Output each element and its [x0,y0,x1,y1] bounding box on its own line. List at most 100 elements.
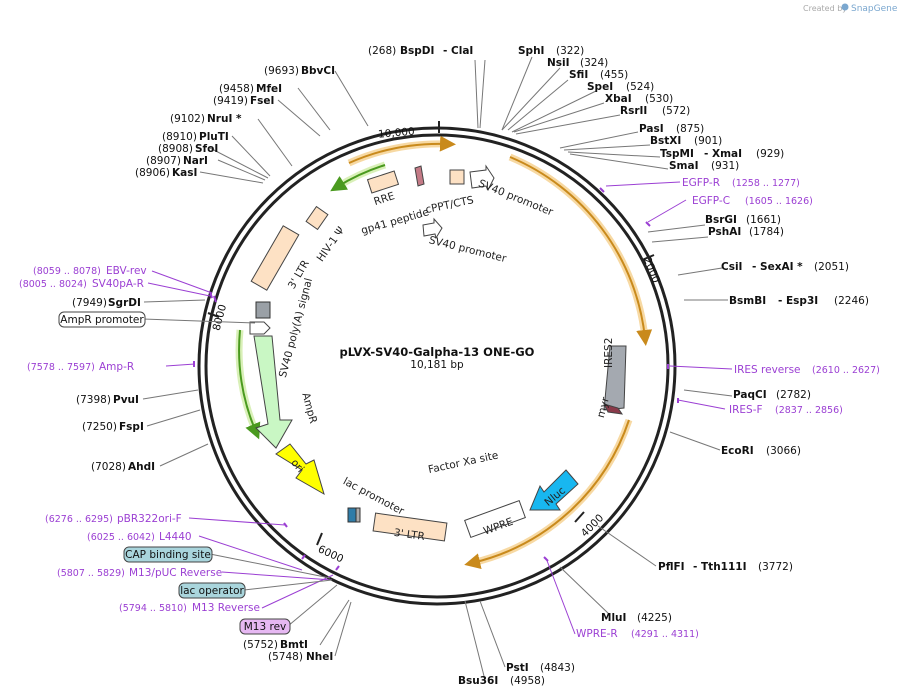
svg-text:(1784): (1784) [749,226,784,238]
svg-text:- Esp3I: - Esp3I [778,295,818,307]
svg-text:BsrGI: BsrGI [705,214,737,226]
svg-text:M13/pUC Reverse: M13/pUC Reverse [129,567,222,579]
feature-3ltr-bottom: 3' LTR [372,512,448,543]
svg-text:KasI: KasI [172,167,197,179]
svg-text:(875): (875) [676,123,704,135]
svg-text:FspI: FspI [119,421,144,433]
svg-text:(929): (929) [756,148,784,160]
svg-text:MfeI: MfeI [256,83,282,95]
svg-text:(7578 .. 7597): (7578 .. 7597) [27,362,95,373]
svg-text:Bsu36I: Bsu36I [458,675,498,687]
svg-text:EGFP-C: EGFP-C [692,195,730,207]
site-leader-lines [142,56,733,681]
primer-marks [193,187,679,571]
svg-text:M13 rev: M13 rev [244,621,287,633]
svg-text:SpeI: SpeI [587,81,613,93]
svg-text:EcoRI: EcoRI [721,445,754,457]
svg-text:(5748): (5748) [268,651,303,663]
svg-text:NsiI: NsiI [547,57,570,69]
svg-text:AmpR: AmpR [299,391,319,424]
orange-orf-arcs [347,135,653,569]
svg-text:(5752): (5752) [243,639,278,651]
svg-text:BmtI: BmtI [280,639,308,651]
svg-text:(9458): (9458) [219,83,254,95]
svg-text:FseI: FseI [250,95,274,107]
svg-text:SfiI: SfiI [569,69,588,81]
primer-leader-lines [147,181,733,635]
feature-ampr: AmpR [249,321,319,449]
boxed-cap-site: CAP binding site [123,546,213,563]
svg-text:SfoI: SfoI [195,143,218,155]
feature-lac-promoter: lac promoter [341,475,407,523]
plasmid-name: pLVX-SV40-Galpha-13 ONE-GO [340,345,535,359]
svg-text:(1605 .. 1626): (1605 .. 1626) [745,196,813,207]
svg-text:(4843): (4843) [540,662,575,674]
svg-text:(8907): (8907) [146,155,181,167]
svg-text:(4958): (4958) [510,675,545,687]
svg-text:(901): (901) [694,135,722,147]
svg-text:gp41 peptide: gp41 peptide [360,206,431,237]
svg-text:CAP binding site: CAP binding site [125,549,211,561]
feature-nluc: Nluc [529,469,579,511]
svg-text:SV40 promoter: SV40 promoter [428,234,508,265]
svg-text:IRES2: IRES2 [603,338,615,368]
svg-text:- Tth111I: - Tth111I [693,561,747,573]
svg-text:AmpR promoter: AmpR promoter [60,314,144,326]
svg-text:EGFP-R: EGFP-R [682,177,720,189]
feature-sv40-promoter-b: SV40 promoter [422,217,508,265]
svg-text:(8910): (8910) [162,131,197,143]
feature-ires2: IRES2 myr [595,338,627,419]
svg-text:NruI *: NruI * [207,113,242,125]
svg-text:(2051): (2051) [814,261,849,273]
svg-text:(455): (455) [600,69,628,81]
svg-text:Factor Xa site: Factor Xa site [427,449,499,476]
svg-text:XbaI: XbaI [605,93,632,105]
svg-text:NarI: NarI [183,155,208,167]
plasmid-size: 10,181 bp [410,359,464,371]
svg-text:PluTI: PluTI [199,131,229,143]
boxed-m13-rev: M13 rev [239,618,291,635]
feature-cppt: cPPT/CTS [425,169,475,216]
svg-text:AhdI: AhdI [128,461,155,473]
feature-ori: ori [275,443,325,496]
svg-text:(2782): (2782) [776,389,811,401]
svg-text:(7028): (7028) [91,461,126,473]
svg-text:(8005 .. 8024): (8005 .. 8024) [19,279,87,290]
svg-text:(5807 .. 5829): (5807 .. 5829) [57,568,125,579]
svg-text:lac operator: lac operator [180,585,244,597]
svg-text:L4440: L4440 [159,531,192,543]
svg-text:3' LTR: 3' LTR [393,527,425,543]
svg-text:IRES-F: IRES-F [729,404,763,416]
green-orf-arcs [235,161,387,440]
svg-text:(9102): (9102) [170,113,205,125]
svg-text:TspMI: TspMI [660,148,694,160]
site-labels: (268) BspDI - ClaI SphI (322) NsiI (324)… [72,45,869,687]
svg-text:SphI: SphI [518,45,544,57]
svg-text:BbvCI: BbvCI [301,65,335,77]
tick-2000: 2000 [641,256,662,285]
svg-text:(524): (524) [626,81,654,93]
svg-text:(4225): (4225) [637,612,672,624]
svg-text:(8906): (8906) [135,167,170,179]
svg-text:(2246): (2246) [834,295,869,307]
feature-hiv-psi: HIV-1 Ψ [305,205,347,264]
boxed-leader-lines [142,318,338,627]
svg-text:(9693): (9693) [264,65,299,77]
tick-marks [207,121,655,546]
svg-text:RRE: RRE [372,190,396,208]
svg-text:(8908): (8908) [158,143,193,155]
svg-text:PasI: PasI [639,123,664,135]
svg-text:(3066): (3066) [766,445,801,457]
boxed-lac-operator: lac operator [178,582,246,599]
svg-text:(7949): (7949) [72,297,107,309]
svg-text:BstXI: BstXI [650,135,681,147]
svg-text:(8059 .. 8078): (8059 .. 8078) [33,266,101,277]
svg-text:RsrII: RsrII [620,105,647,117]
svg-text:Amp-R: Amp-R [99,361,134,373]
svg-text:EBV-rev: EBV-rev [106,265,147,277]
svg-text:(5794 .. 5810): (5794 .. 5810) [119,603,187,614]
svg-text:SV40 promoter: SV40 promoter [477,178,556,219]
svg-text:PvuI: PvuI [113,394,139,406]
svg-text:BsmBI: BsmBI [729,295,766,307]
